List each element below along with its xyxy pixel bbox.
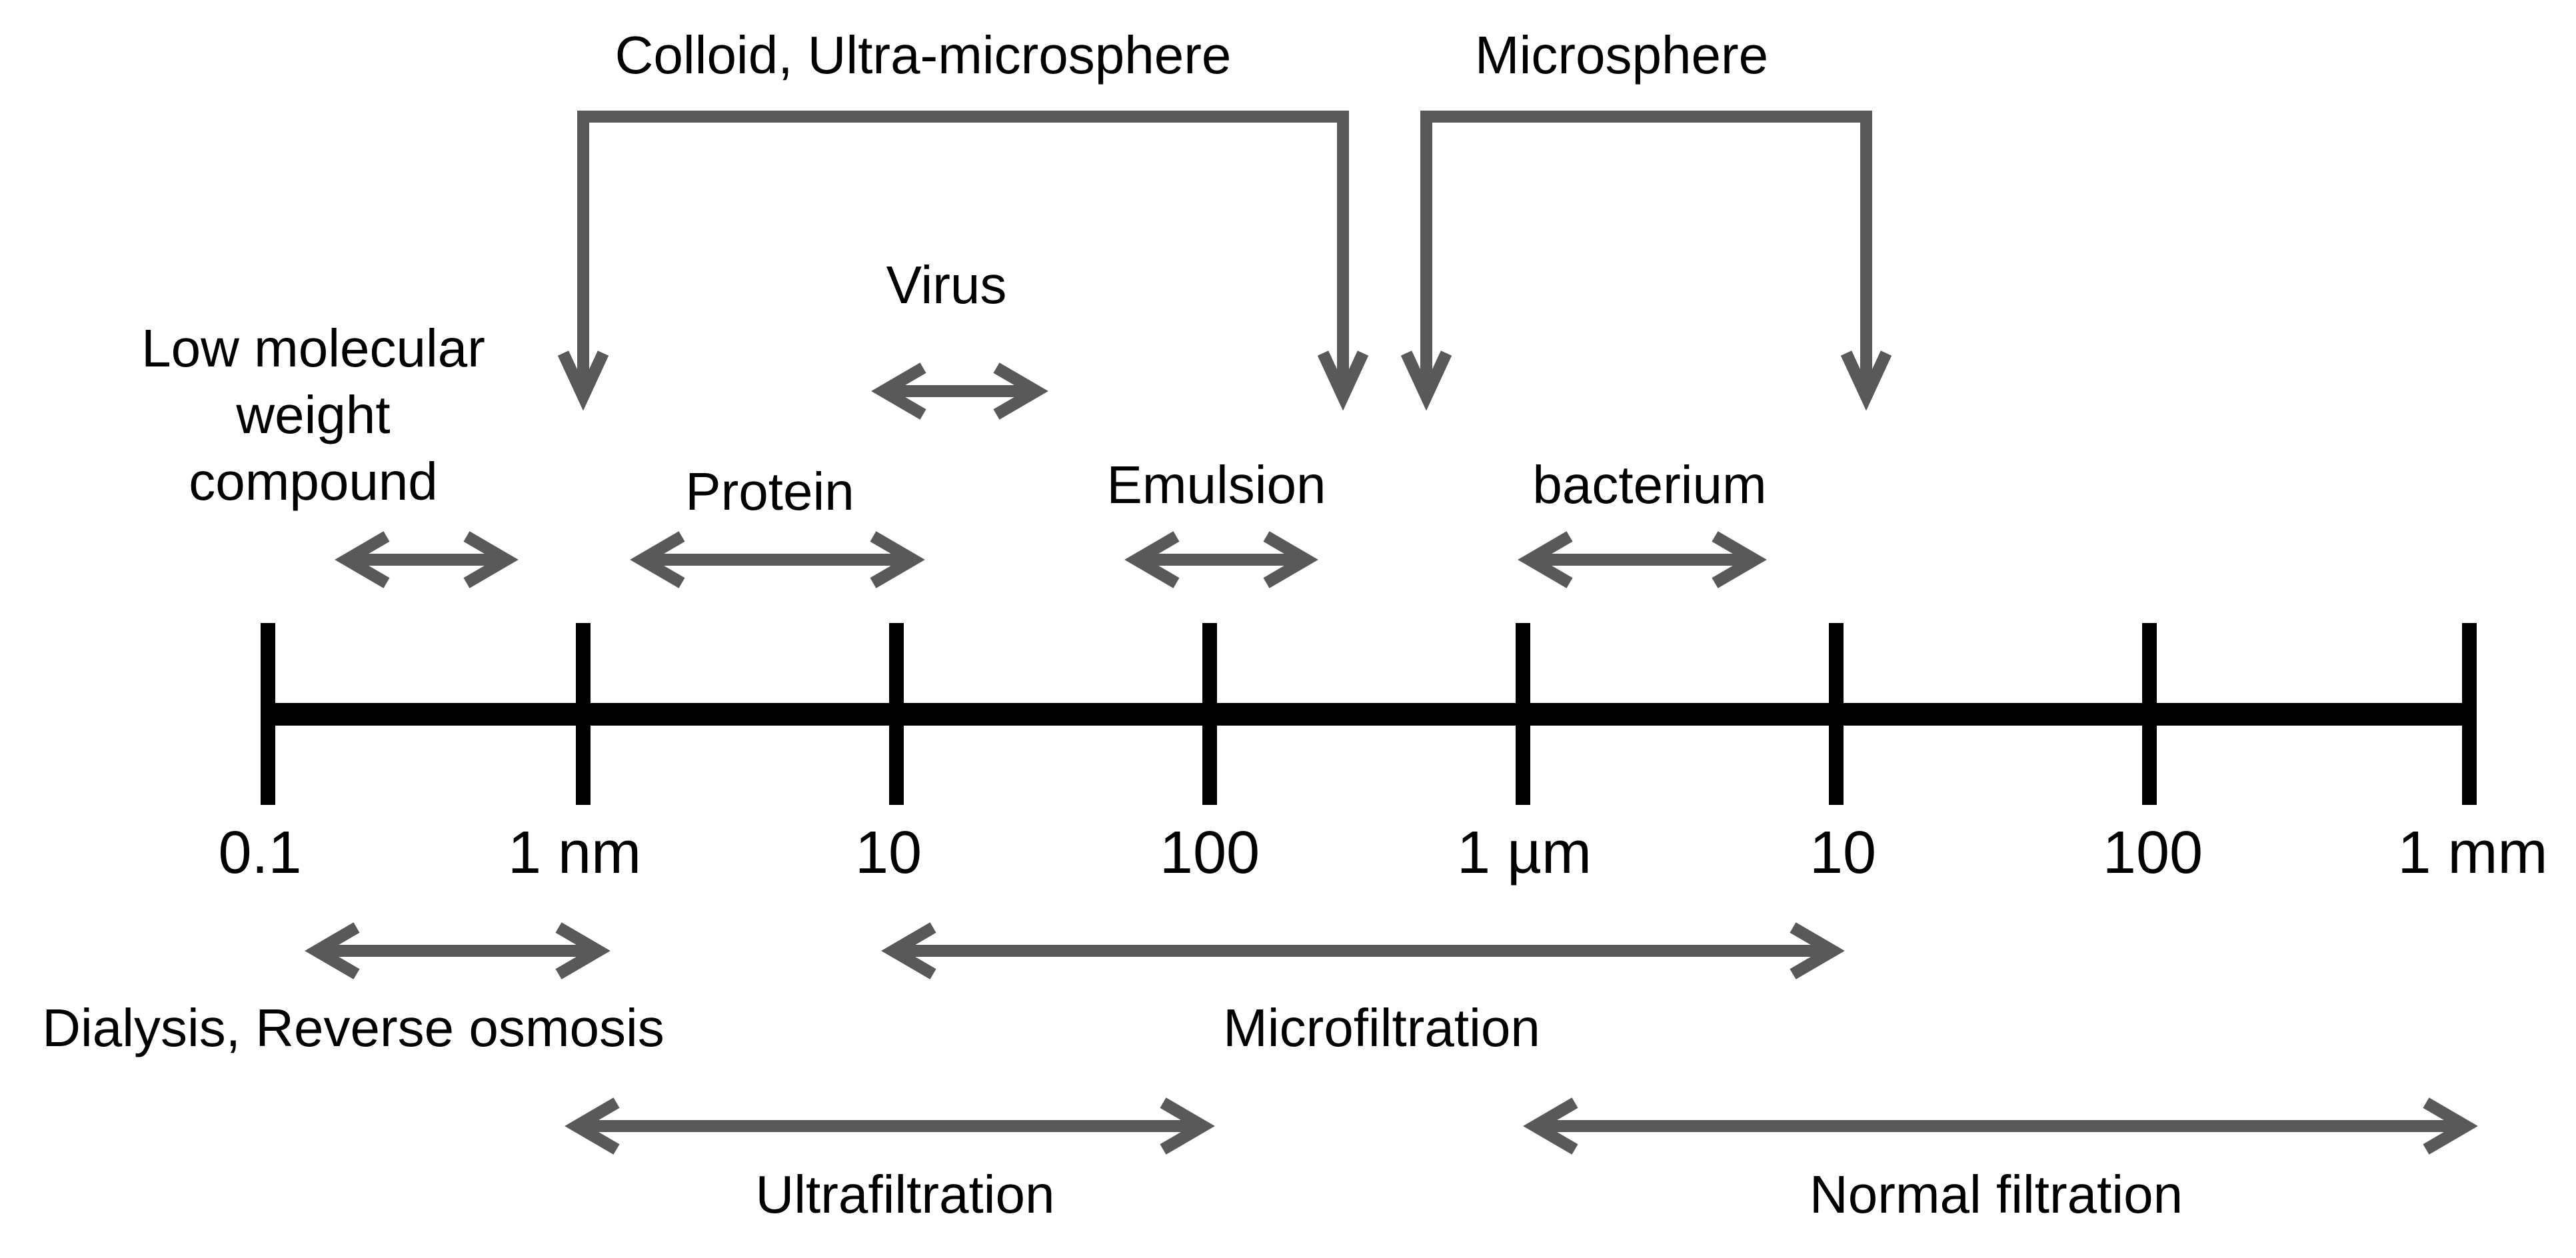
size-axis	[261, 623, 2477, 805]
microsphere-bracket	[1420, 111, 1872, 390]
normal-filtration-label: Normal filtration	[1810, 1165, 2183, 1224]
arrowhead	[630, 531, 685, 588]
arrowhead	[881, 922, 936, 979]
arrowhead	[870, 531, 925, 588]
arrowhead	[993, 362, 1048, 420]
ultrafiltration-label: Ultrafiltration	[755, 1165, 1054, 1224]
colloid-label: Colloid, Ultra-microsphere	[615, 25, 1232, 85]
arrowhead	[871, 362, 926, 420]
tick-label: 1 µm	[1457, 820, 1592, 886]
low-mw-label-line-1: Low molecular	[141, 318, 485, 378]
arrowhead	[305, 922, 360, 979]
arrowhead	[1160, 1097, 1215, 1155]
microfiltration-label: Microfiltration	[1223, 998, 1540, 1057]
arrowhead	[557, 350, 609, 411]
tick-labels: 0.1 1 nm 10 100 1 µm 10 100 1 mm	[218, 820, 2547, 886]
labels: Colloid, Ultra-microsphere Microsphere V…	[42, 25, 2183, 1224]
arrowhead	[335, 531, 390, 588]
tick-label: 100	[2103, 820, 2203, 886]
arrowhead	[1523, 1097, 1578, 1155]
arrowhead	[1518, 531, 1573, 588]
tick-label: 1 mm	[2398, 820, 2548, 886]
low-mw-label-line-2: weight	[235, 385, 390, 444]
microsphere-label: Microsphere	[1475, 25, 1768, 85]
arrowhead	[1790, 922, 1845, 979]
arrowhead	[1840, 350, 1892, 411]
arrowhead	[555, 922, 611, 979]
colloid-bracket	[577, 111, 1349, 390]
arrowhead	[1400, 350, 1452, 411]
arrowhead	[1263, 531, 1318, 588]
arrowhead	[1124, 531, 1180, 588]
arrowhead	[2423, 1097, 2478, 1155]
arrowhead	[1712, 531, 1767, 588]
bacterium-label: bacterium	[1532, 455, 1766, 514]
arrowhead	[1317, 350, 1369, 411]
tick-label: 10	[1810, 820, 1876, 886]
group-brackets	[557, 111, 1892, 411]
emulsion-label: Emulsion	[1106, 455, 1326, 514]
dialysis-label: Dialysis, Reverse osmosis	[42, 998, 664, 1057]
tick-label: 1 nm	[508, 820, 641, 886]
arrowhead	[463, 531, 519, 588]
low-mw-label-line-3: compound	[189, 452, 438, 511]
range-arrows	[305, 362, 2478, 1155]
virus-label: Virus	[886, 255, 1007, 314]
tick-label: 0.1	[218, 820, 301, 886]
tick-label: 100	[1160, 820, 1260, 886]
arrowhead	[565, 1097, 620, 1155]
protein-label: Protein	[685, 462, 854, 521]
tick-label: 10	[855, 820, 922, 886]
